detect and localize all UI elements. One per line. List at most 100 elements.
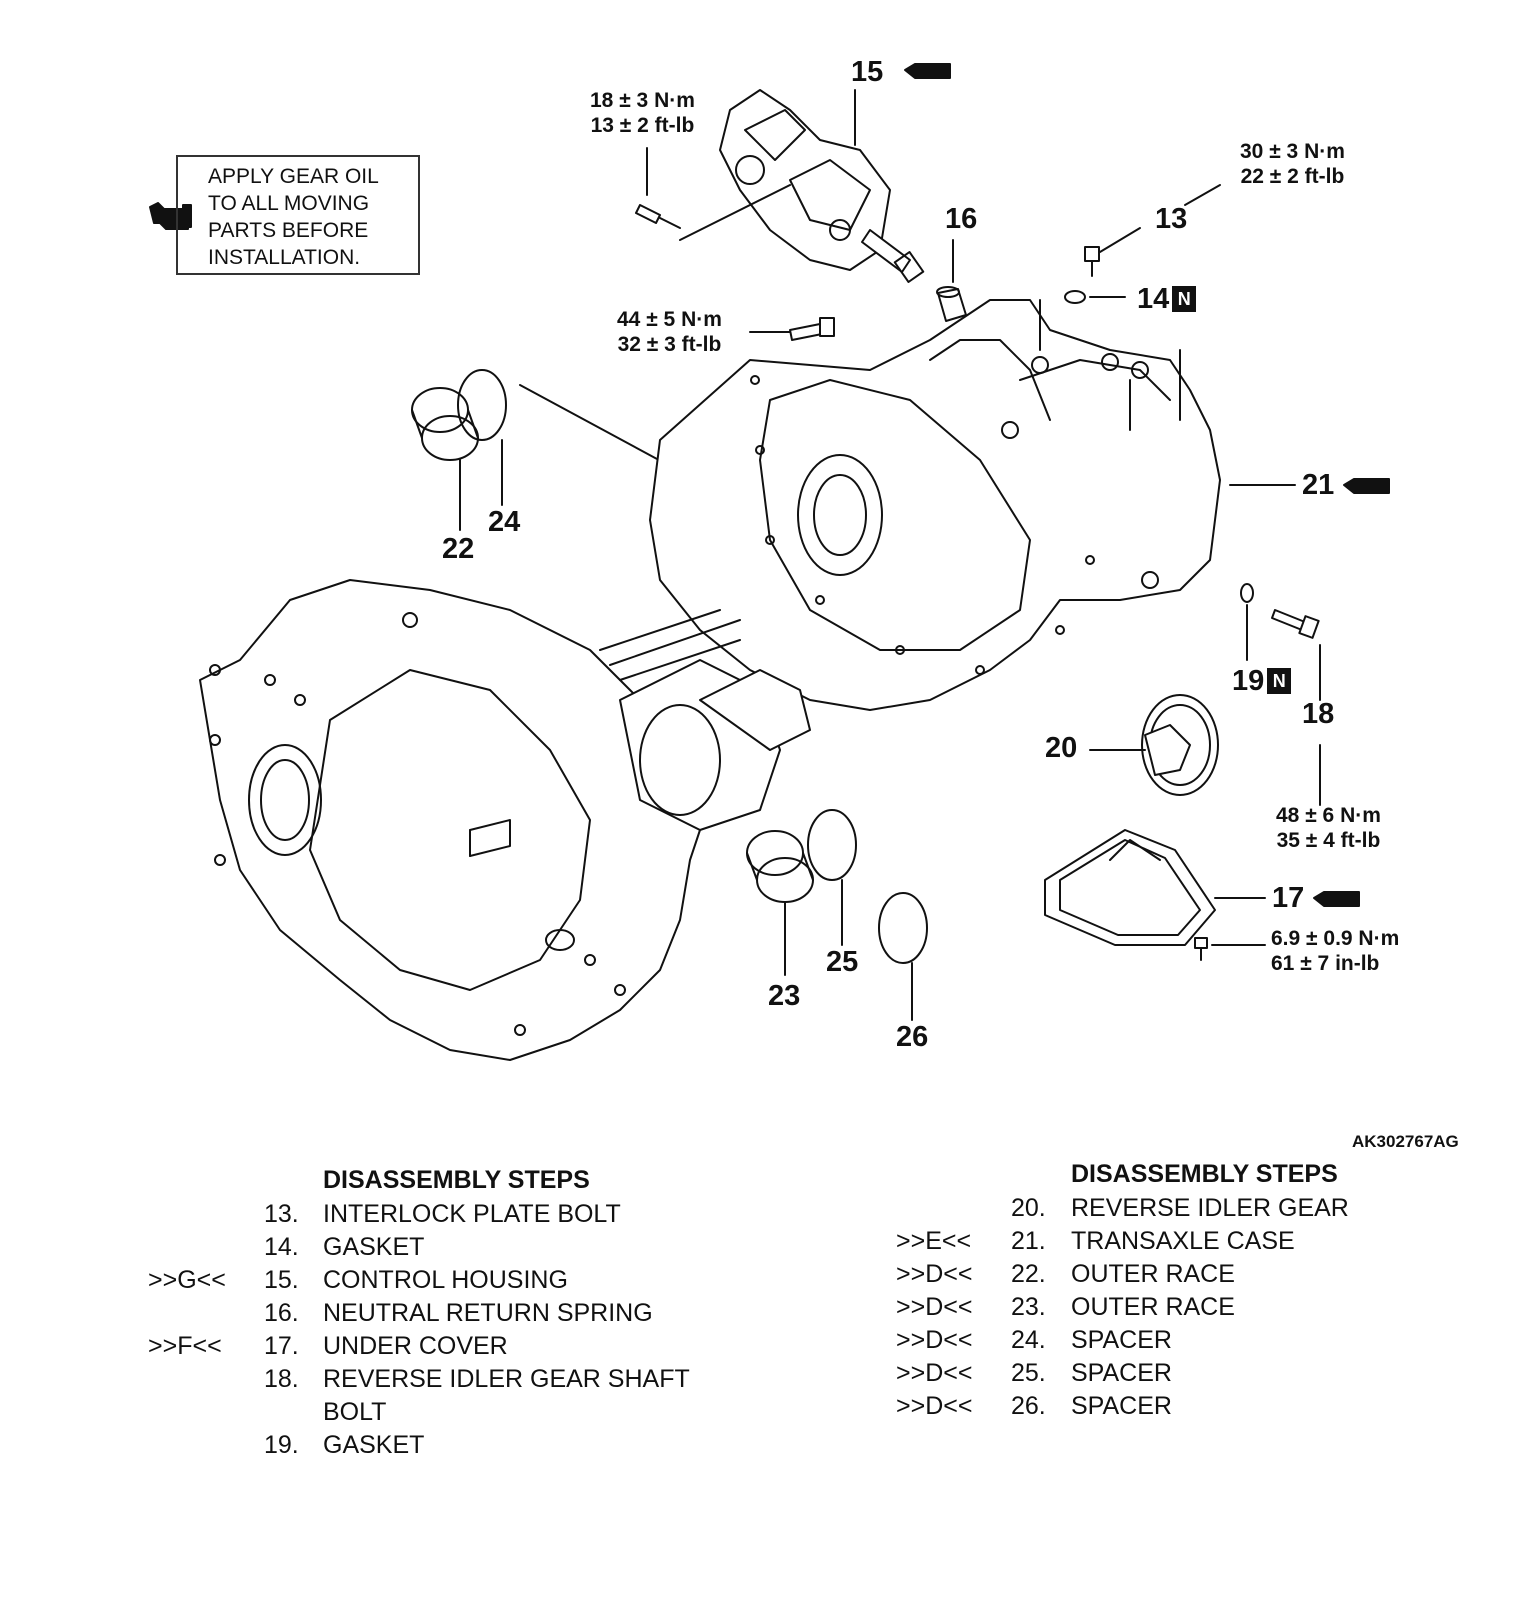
- step-number: 15.: [264, 1266, 299, 1294]
- torque-nm: 44 ± 5 N·m: [617, 308, 722, 331]
- step-text: SPACER: [1071, 1392, 1172, 1420]
- step-text: INTERLOCK PLATE BOLT: [323, 1200, 621, 1228]
- step-number: 19.: [264, 1431, 299, 1459]
- torque-inlb: 61 ± 7 in-lb: [1271, 952, 1380, 975]
- outer-race-22-part: [411, 387, 479, 461]
- transaxle-case-part: [649, 299, 1221, 711]
- neutral-return-spring-part: [936, 286, 967, 322]
- torque-control-housing-bolt: 18 ± 3 N·m 13 ± 2 ft-lb: [590, 88, 695, 138]
- torque-under-cover-bolt: 6.9 ± 0.9 N·m 61 ± 7 in-lb: [1271, 926, 1399, 976]
- note-line: TO ALL MOVING: [208, 192, 370, 215]
- spacer-25-part: [807, 809, 857, 881]
- step-text: REVERSE IDLER GEAR: [1071, 1194, 1349, 1222]
- step-text: GASKET: [323, 1431, 425, 1459]
- callout-13: 13: [1155, 203, 1188, 235]
- sealant-tube-icon: [904, 63, 951, 79]
- torque-ftlb: 13 ± 2 ft-lb: [590, 114, 695, 137]
- control-housing-part: [719, 89, 925, 283]
- callout-26: 26: [896, 1021, 929, 1053]
- gasket-part: [1064, 290, 1086, 304]
- under-cover-part: [1044, 829, 1216, 946]
- step-ref: >>D<<: [896, 1392, 973, 1420]
- steps-right-title: DISASSEMBLY STEPS: [1071, 1160, 1338, 1188]
- step-number: 16.: [264, 1299, 299, 1327]
- step-ref: >>D<<: [896, 1359, 973, 1387]
- step-text: TRANSAXLE CASE: [1071, 1227, 1295, 1255]
- callout-25: 25: [826, 946, 859, 978]
- step-text: GASKET: [323, 1233, 425, 1261]
- callout-19-number: 19: [1232, 665, 1265, 697]
- callout-17: 17: [1272, 882, 1305, 914]
- step-ref: >>G<<: [148, 1266, 226, 1294]
- step-number: 14.: [264, 1233, 299, 1261]
- reverse-idler-gear-part: [1141, 694, 1219, 796]
- torque-case-bolt: 44 ± 5 N·m 32 ± 3 ft-lb: [617, 307, 722, 357]
- step-number: 21.: [1011, 1227, 1046, 1255]
- step-number: 22.: [1011, 1260, 1046, 1288]
- step-number: 13.: [264, 1200, 299, 1228]
- steps-left-title: DISASSEMBLY STEPS: [323, 1166, 590, 1194]
- callout-22: 22: [442, 533, 475, 565]
- step-ref: >>D<<: [896, 1326, 973, 1354]
- callout-23: 23: [768, 980, 801, 1012]
- oil-can-icon: [149, 202, 192, 230]
- callout-16: 16: [945, 203, 978, 235]
- step-ref: >>D<<: [896, 1260, 973, 1288]
- step-ref: >>E<<: [896, 1227, 972, 1255]
- callout-18: 18: [1302, 698, 1335, 730]
- spacer-24-part: [457, 369, 507, 441]
- step-text: UNDER COVER: [323, 1332, 508, 1360]
- new-part-mark: N: [1172, 286, 1197, 312]
- interlock-plate-bolt-part: [1084, 246, 1100, 277]
- step-text: REVERSE IDLER GEAR SHAFT: [323, 1365, 690, 1393]
- step-text: CONTROL HOUSING: [323, 1266, 568, 1294]
- torque-nm: 30 ± 3 N·m: [1240, 140, 1345, 163]
- clutch-housing-assembly: [199, 579, 811, 1061]
- reverse-idler-gear-shaft-bolt-part: [1271, 609, 1320, 639]
- torque-nm: 18 ± 3 N·m: [590, 89, 695, 112]
- torque-nm: 6.9 ± 0.9 N·m: [1271, 927, 1400, 950]
- step-number: 23.: [1011, 1293, 1046, 1321]
- gasket-19-part: [1240, 583, 1254, 603]
- gear-oil-note: APPLY GEAR OIL TO ALL MOVING PARTS BEFOR…: [176, 155, 420, 275]
- step-text: BOLT: [323, 1398, 387, 1426]
- sealant-tube-icon: [1313, 891, 1360, 907]
- torque-ftlb: 22 ± 2 ft-lb: [1240, 165, 1345, 188]
- step-text: OUTER RACE: [1071, 1293, 1235, 1321]
- step-number: 18.: [264, 1365, 299, 1393]
- step-ref: >>D<<: [896, 1293, 973, 1321]
- torque-ftlb: 35 ± 4 ft-lb: [1276, 829, 1381, 852]
- callout-21: 21: [1302, 469, 1335, 501]
- step-text: NEUTRAL RETURN SPRING: [323, 1299, 653, 1327]
- note-line: PARTS BEFORE: [208, 219, 369, 242]
- torque-idler-shaft-bolt: 48 ± 6 N·m 35 ± 4 ft-lb: [1276, 803, 1381, 853]
- step-number: 26.: [1011, 1392, 1046, 1420]
- case-bolt-part: [789, 317, 835, 341]
- spacer-26-part: [878, 892, 928, 964]
- step-number: 17.: [264, 1332, 299, 1360]
- step-number: 25.: [1011, 1359, 1046, 1387]
- callout-14-number: 14: [1137, 283, 1170, 315]
- callout-15: 15: [851, 56, 884, 88]
- drawing-id: AK302767AG: [1352, 1132, 1459, 1151]
- new-part-mark: N: [1267, 668, 1292, 694]
- step-number: 24.: [1011, 1326, 1046, 1354]
- torque-ftlb: 32 ± 3 ft-lb: [617, 333, 722, 356]
- note-line: APPLY GEAR OIL: [208, 165, 379, 188]
- outer-race-23-part: [746, 830, 814, 903]
- step-text: SPACER: [1071, 1359, 1172, 1387]
- callout-20: 20: [1045, 732, 1078, 764]
- torque-nm: 48 ± 6 N·m: [1276, 804, 1381, 827]
- control-housing-bolt: [635, 204, 681, 229]
- note-line: INSTALLATION.: [208, 246, 361, 269]
- step-ref: >>F<<: [148, 1332, 222, 1360]
- step-text: SPACER: [1071, 1326, 1172, 1354]
- under-cover-bolt-part: [1194, 937, 1208, 961]
- step-text: OUTER RACE: [1071, 1260, 1235, 1288]
- step-number: 20.: [1011, 1194, 1046, 1222]
- callout-24: 24: [488, 506, 521, 538]
- sealant-tube-icon: [1343, 478, 1390, 494]
